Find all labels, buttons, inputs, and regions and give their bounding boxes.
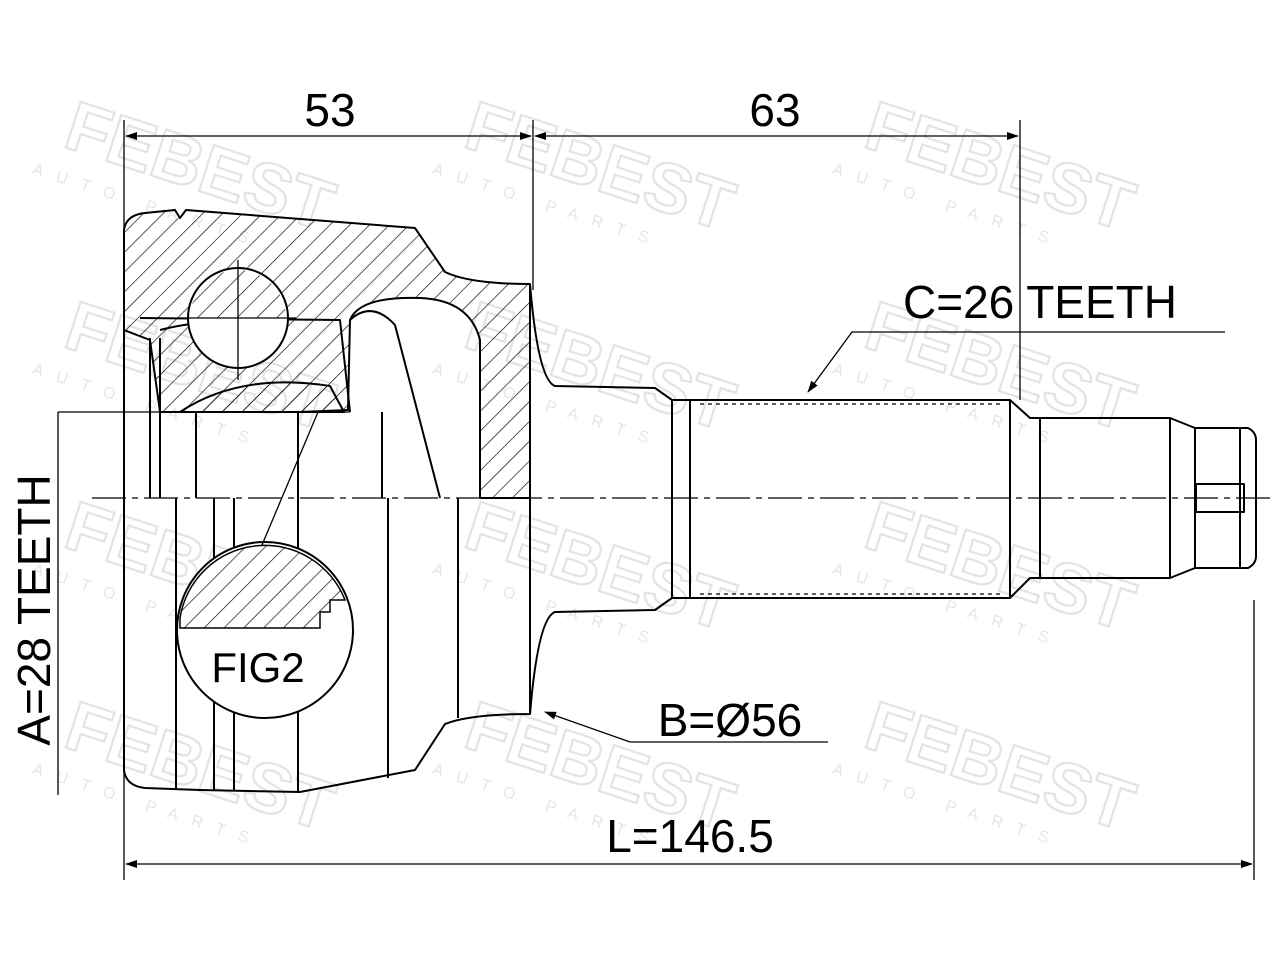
dim-inner-spline: A=28 TEETH xyxy=(8,474,60,745)
inner-race xyxy=(179,381,345,413)
dim-housing-length: 53 xyxy=(304,84,355,136)
dim-outer-spline: C=26 TEETH xyxy=(903,276,1177,328)
dimension-lines xyxy=(125,132,1253,868)
dim-shaft-length: 63 xyxy=(749,84,800,136)
shaft xyxy=(529,283,1257,715)
dim-total-length: L=146.5 xyxy=(606,810,774,862)
fig2-detail: FIG2 xyxy=(176,411,354,719)
fig2-label: FIG2 xyxy=(211,644,304,691)
watermark-layer: FEBEST AUTO PARTS FEBEST AUTO PARTS FEBE… xyxy=(30,85,1144,851)
ball xyxy=(180,260,296,380)
leaders xyxy=(544,331,1225,743)
dim-outer-diameter: B=Ø56 xyxy=(658,694,803,746)
